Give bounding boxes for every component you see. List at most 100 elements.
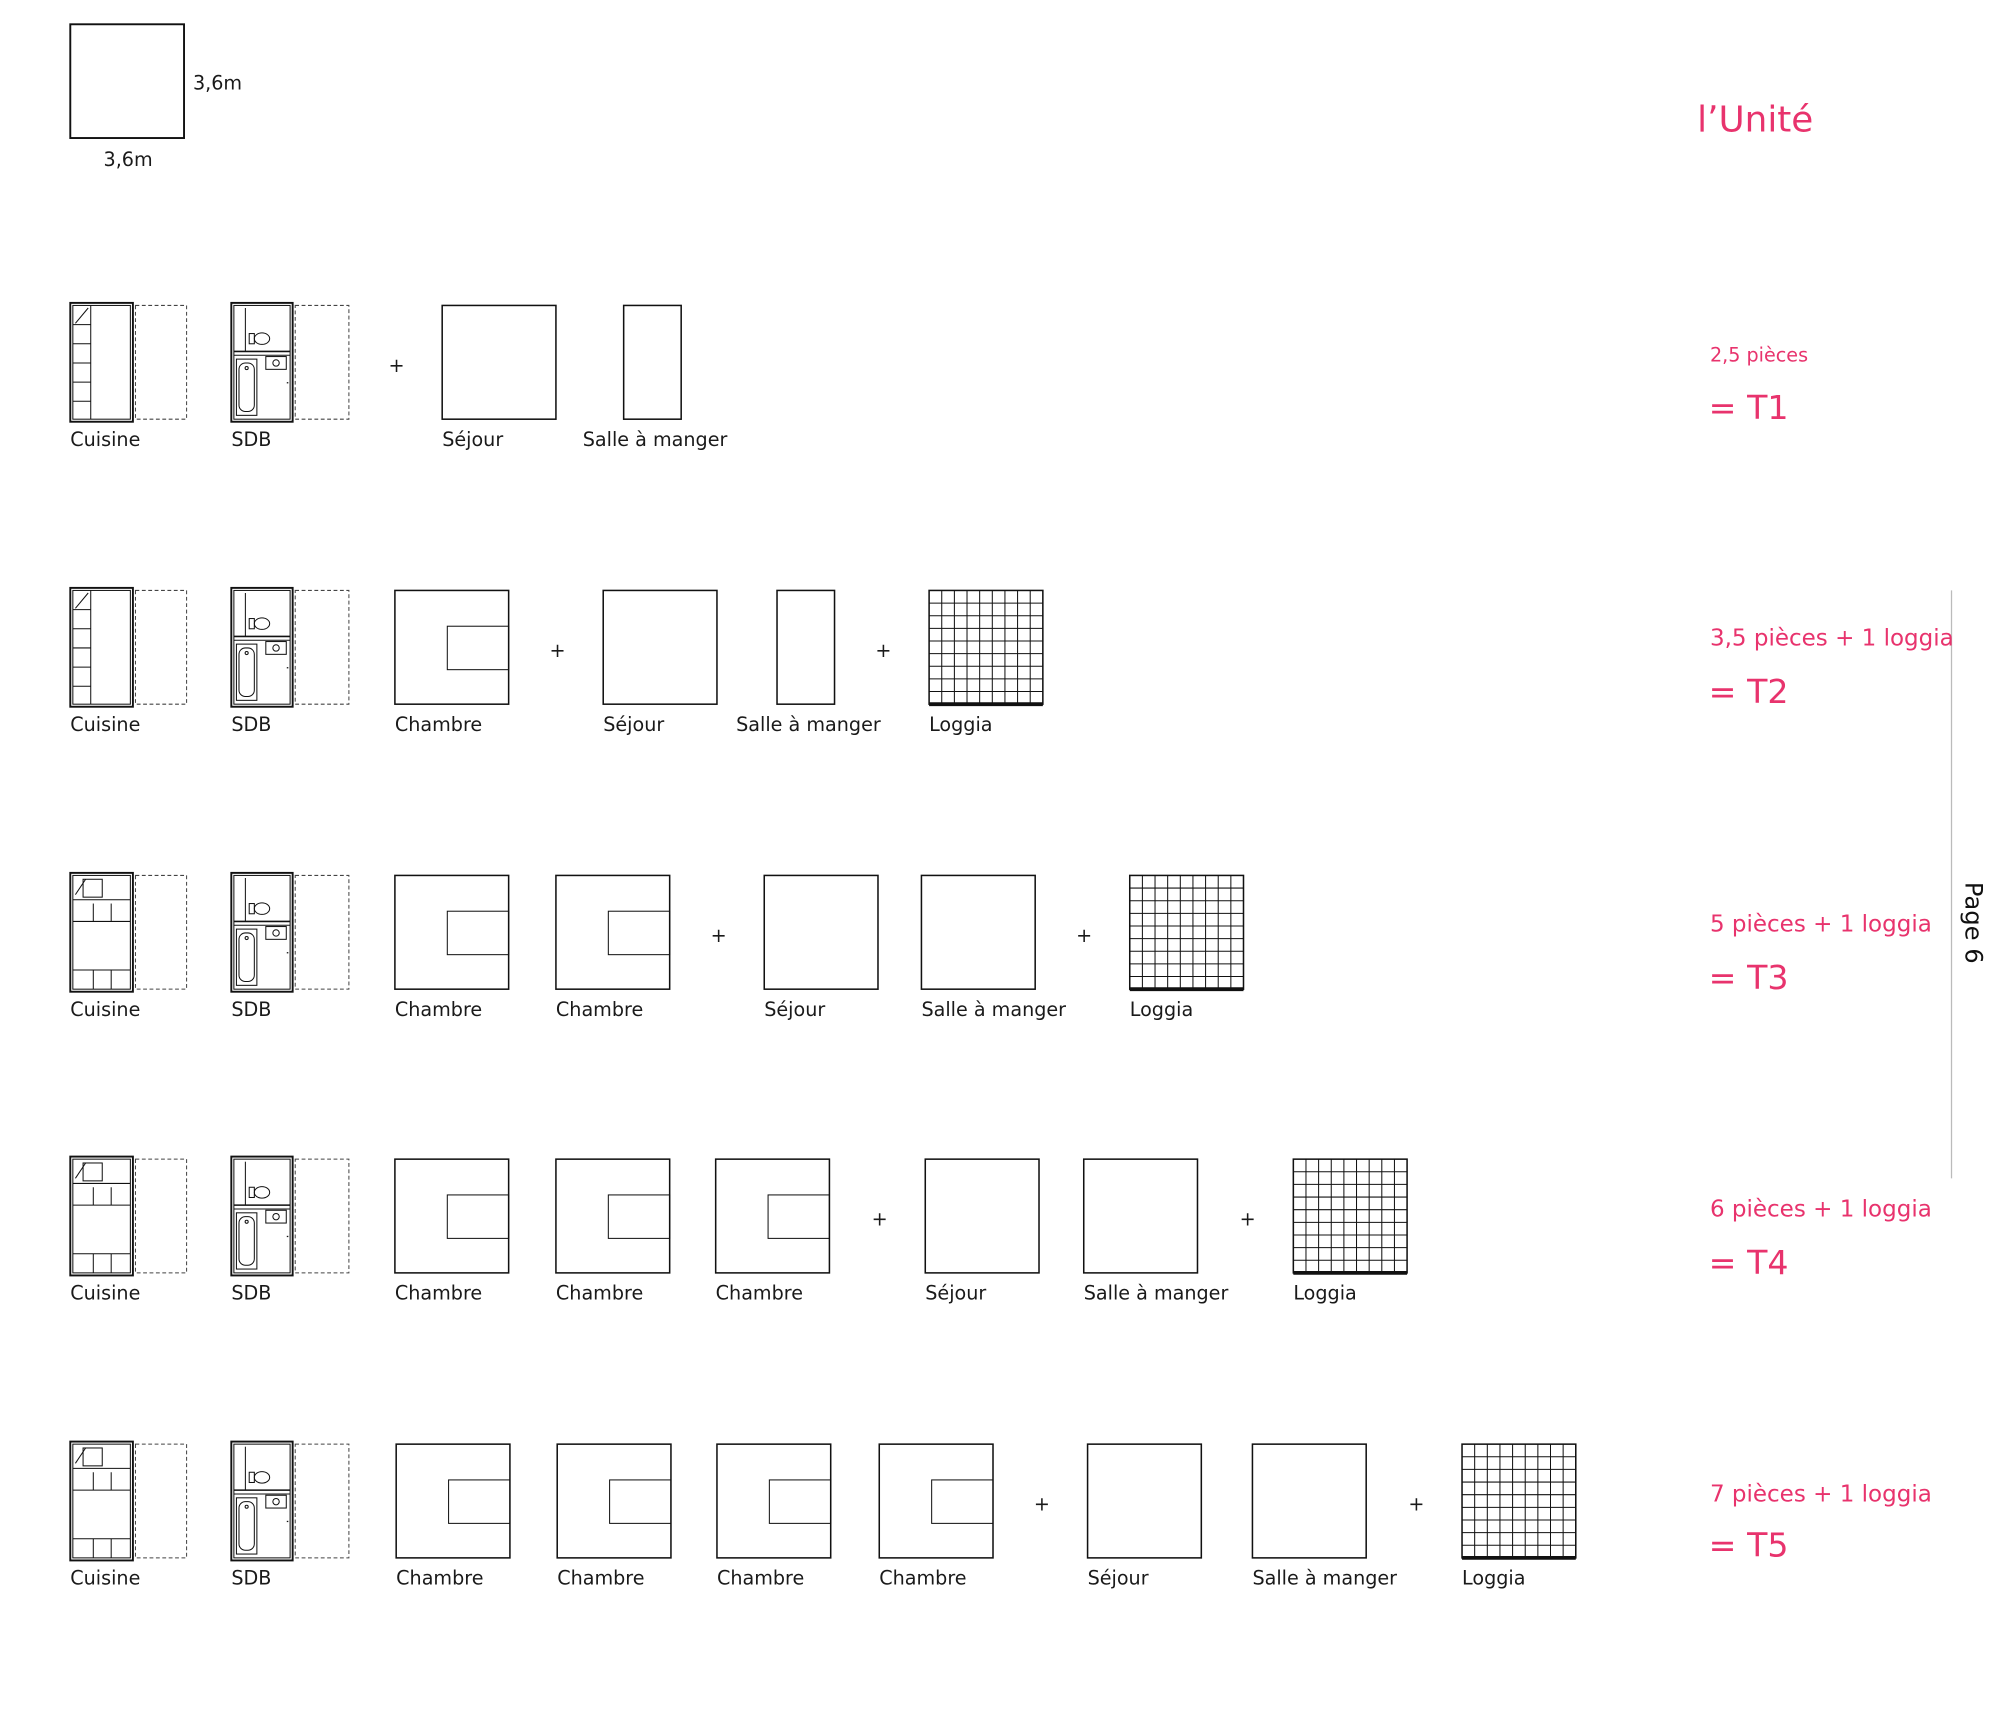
room-label: Salle à manger xyxy=(1252,1567,1397,1590)
bathroom-wall xyxy=(230,586,294,708)
room-label: Salle à manger xyxy=(921,998,1066,1021)
bedroom-outline xyxy=(556,1443,672,1559)
plus-sign: + xyxy=(1034,1493,1050,1516)
sink-basin xyxy=(272,1497,280,1506)
room-sejour: Séjour xyxy=(1086,1443,1203,1590)
bedroom-outline xyxy=(714,1158,831,1274)
unit-square xyxy=(69,23,185,139)
bathroom-extension xyxy=(294,874,350,990)
bedroom-outline xyxy=(555,874,671,990)
plus-sign: + xyxy=(711,924,727,947)
bathtub xyxy=(235,643,258,701)
bathtub xyxy=(235,928,258,986)
room-cuisine: Cuisine xyxy=(69,871,188,1021)
room-chambre: Chambre xyxy=(394,874,510,1021)
bathtub-drain xyxy=(244,1504,249,1509)
bed xyxy=(768,1479,832,1524)
unit-module: 3,6m 3,6m xyxy=(69,23,242,171)
bathtub xyxy=(235,1497,258,1555)
room-label: Séjour xyxy=(442,428,503,451)
room-label: Loggia xyxy=(1130,998,1193,1021)
bathroom-extension xyxy=(294,1158,350,1274)
plus-sign: + xyxy=(389,354,405,377)
bed xyxy=(446,1194,510,1239)
typology-result: = T4 xyxy=(1709,1243,1789,1282)
pieces-count: 3,5 pièces + 1 loggia xyxy=(1710,625,1954,651)
room-chambre: Chambre xyxy=(395,1443,511,1590)
room-sejour: Séjour xyxy=(441,304,557,451)
stove xyxy=(82,1162,103,1182)
bathtub-basin xyxy=(238,1501,255,1551)
bedroom-outline xyxy=(395,1443,511,1559)
toilet-bowl xyxy=(253,332,271,345)
plus-sign: + xyxy=(550,639,566,662)
loggia-outline xyxy=(1461,1443,1577,1559)
room-label: SDB xyxy=(231,428,271,451)
room-label: Séjour xyxy=(1088,1567,1149,1590)
room-sam: Salle à manger xyxy=(736,589,881,736)
toilet-tank xyxy=(248,618,255,630)
bed xyxy=(607,1194,671,1239)
kitchen-extension xyxy=(134,874,188,990)
room-label: SDB xyxy=(231,713,271,736)
sink xyxy=(265,1209,287,1224)
sink-basin xyxy=(272,929,280,937)
pieces-count: 5 pièces + 1 loggia xyxy=(1710,912,1932,938)
plus-sign: + xyxy=(1408,1493,1424,1516)
room-label: Cuisine xyxy=(70,428,140,451)
room-label: Chambre xyxy=(879,1567,966,1590)
dining-room-outline xyxy=(1082,1158,1199,1274)
dining-room-outline xyxy=(776,589,836,705)
cooktop-mark xyxy=(74,1162,87,1179)
kitchen-inner xyxy=(72,874,131,990)
room-sam: Salle à manger xyxy=(920,874,1066,1021)
living-room-outline xyxy=(924,1158,1040,1274)
typology-result: = T2 xyxy=(1709,672,1789,711)
room-label: Salle à manger xyxy=(1084,1282,1229,1305)
pieces-count: 6 pièces + 1 loggia xyxy=(1710,1197,1932,1223)
room-label: Chambre xyxy=(395,713,482,736)
bed xyxy=(607,910,671,956)
kitchen-extension xyxy=(134,1443,188,1559)
bedroom-outline xyxy=(394,589,510,705)
room-label: Séjour xyxy=(925,1282,986,1305)
loggia-outline xyxy=(1128,874,1245,990)
room-label: SDB xyxy=(231,998,271,1021)
room-loggia: Loggia xyxy=(1128,874,1245,1021)
page-label: Page 6 xyxy=(1960,882,1989,964)
room-sdb: SDB xyxy=(230,871,350,1021)
room-label: Cuisine xyxy=(70,998,140,1021)
bed xyxy=(609,1479,672,1524)
cooktop-mark xyxy=(75,307,89,324)
plus-sign: + xyxy=(872,1208,888,1231)
room-label: Chambre xyxy=(717,1567,804,1590)
toilet-tank xyxy=(248,333,255,345)
kitchen-inner xyxy=(72,589,131,705)
plus-sign: + xyxy=(875,639,891,662)
typology-result: = T1 xyxy=(1709,388,1789,427)
kitchen-wall xyxy=(69,871,134,993)
typology-result: = T3 xyxy=(1709,958,1789,997)
room-loggia: Loggia xyxy=(1292,1158,1408,1305)
dining-room-outline xyxy=(1251,1443,1367,1559)
living-room-outline xyxy=(441,304,557,420)
typology-result: = T5 xyxy=(1709,1526,1789,1565)
kitchen-inner xyxy=(72,304,131,420)
room-sejour: Séjour xyxy=(763,874,879,1021)
room-chambre: Chambre xyxy=(394,1158,510,1305)
room-label: Chambre xyxy=(396,1567,483,1590)
kitchen-extension xyxy=(134,1158,188,1274)
bathroom-wall xyxy=(230,1155,294,1277)
bathroom-inner xyxy=(233,304,291,420)
toilet-tank xyxy=(248,1471,255,1483)
toilet-bowl xyxy=(253,1471,271,1484)
room-label: Salle à manger xyxy=(583,428,728,451)
room-label: Cuisine xyxy=(70,1567,140,1590)
bathtub-basin xyxy=(238,1216,255,1266)
bathroom-extension xyxy=(294,1443,350,1559)
unit-bottom-label: 3,6m xyxy=(104,148,153,171)
toilet-tank xyxy=(248,903,255,915)
room-label: SDB xyxy=(231,1282,271,1305)
